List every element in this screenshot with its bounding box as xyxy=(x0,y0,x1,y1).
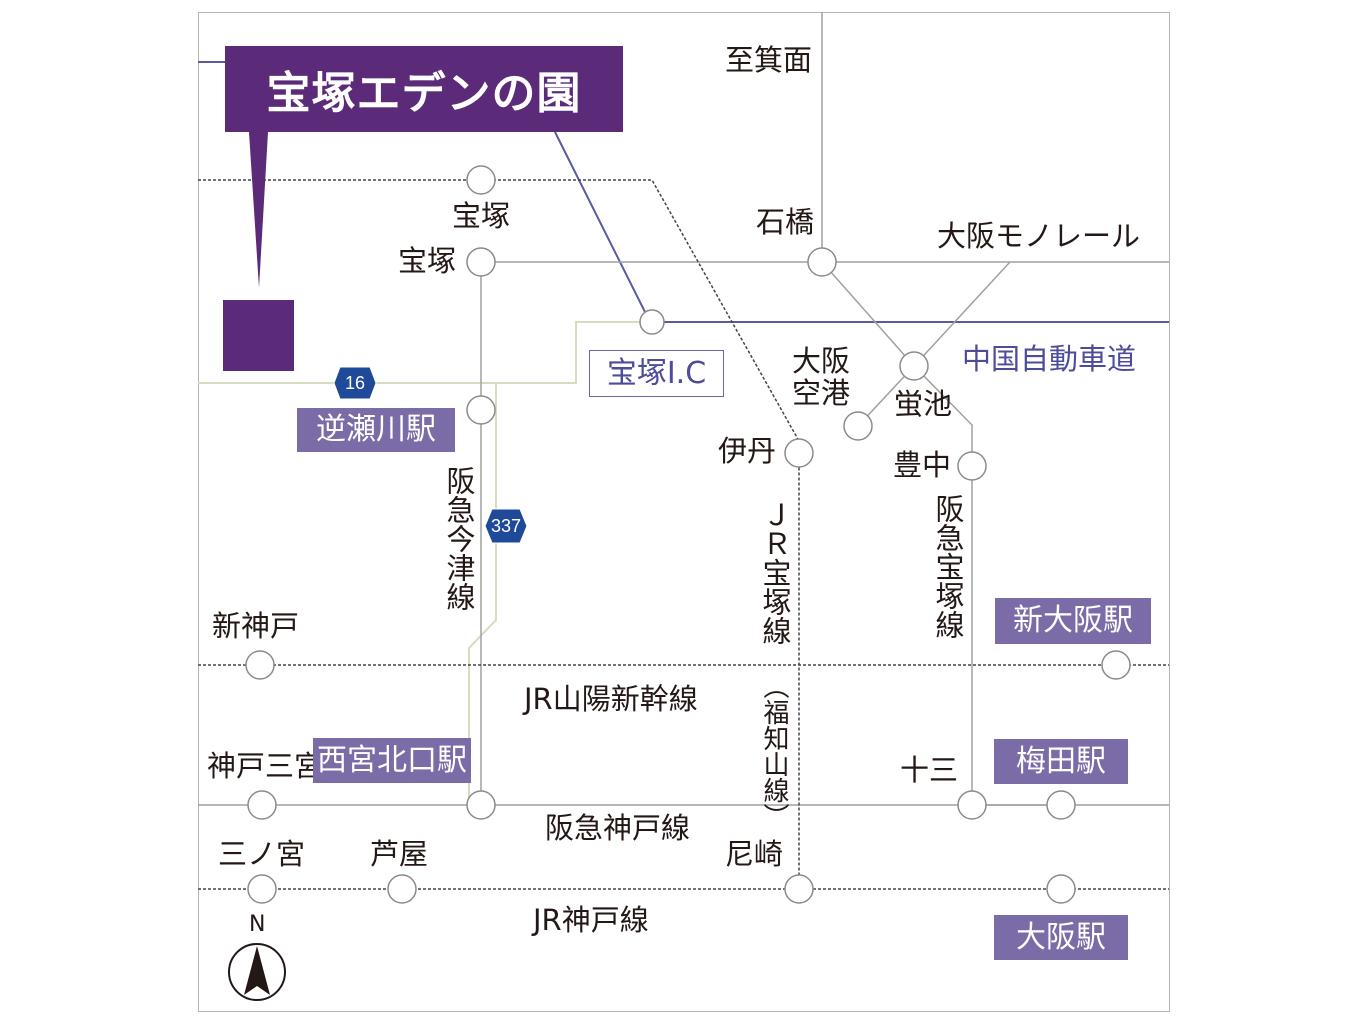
station-shinkobe xyxy=(245,650,275,680)
direction-minoh-label: 至箕面 xyxy=(725,43,813,77)
station-takarazuka-jr xyxy=(466,165,496,195)
compass-needle xyxy=(244,946,270,995)
toyonaka-label: 豊中 xyxy=(893,448,952,482)
takarazuka-jr-label: 宝塚 xyxy=(452,199,511,233)
hotarugaike-label: 蛍池 xyxy=(894,387,953,421)
station-itami xyxy=(784,438,814,468)
takarazuka-ic-label: 宝塚I.C xyxy=(589,350,724,397)
station-toyonaka xyxy=(957,451,987,481)
station-shin-osaka xyxy=(1101,650,1131,680)
umeda-station-box: 梅田駅 xyxy=(994,739,1128,784)
hankyu-kobe-line-label: 阪急神戸線 xyxy=(545,811,691,845)
map-title: 宝塚エデンの園 xyxy=(225,46,623,132)
fukuchiyama-line-label: （福知山線） xyxy=(759,673,789,829)
osaka-airport-label: 大阪 空港 xyxy=(792,344,851,410)
station-umeda xyxy=(1046,790,1076,820)
ashiya-label: 芦屋 xyxy=(370,837,429,871)
station-hotarugaike xyxy=(899,351,929,381)
station-sakasegawa xyxy=(466,395,496,425)
station-osaka-airport xyxy=(843,411,873,441)
route-16-shield xyxy=(333,366,377,400)
map-frame xyxy=(198,12,1170,1012)
jr-takarazuka-line-label: ＪＲ宝塚線 xyxy=(758,500,792,645)
station-osaka xyxy=(1046,874,1076,904)
kobe-sannomiya-label: 神戸三宮 xyxy=(207,749,324,783)
shin-osaka-station-box: 新大阪駅 xyxy=(995,598,1151,644)
station-ishibashi xyxy=(807,247,837,277)
station-ashiya xyxy=(387,874,417,904)
station-jyuso xyxy=(957,790,987,820)
route-337-road xyxy=(198,382,497,800)
station-takarazuka-hankyu xyxy=(466,247,496,277)
hankyu-imazu-line-label: 阪急今津線 xyxy=(442,466,476,611)
compass-north-label: N xyxy=(249,912,266,937)
interchange-takarazuka xyxy=(639,309,665,335)
hankyu-takarazuka-line-label: 阪急宝塚線 xyxy=(931,494,965,639)
chugoku-expressway-label: 中国自動車道 xyxy=(962,342,1137,376)
amagasaki-label: 尼崎 xyxy=(725,837,784,871)
osaka-station-box: 大阪駅 xyxy=(994,915,1128,960)
eden-location-marker xyxy=(223,300,294,371)
jyuso-label: 十三 xyxy=(900,753,959,787)
station-kobe-sannomiya xyxy=(247,790,277,820)
station-nishinomiya-kitaguchi xyxy=(466,790,496,820)
jr-kobe-line-label: JR神戸線 xyxy=(533,903,649,937)
station-amagasaki xyxy=(784,874,814,904)
title-pointer xyxy=(249,132,268,288)
shinkobe-label: 新神戸 xyxy=(212,609,300,643)
route-337-number: 337 xyxy=(490,516,522,536)
osaka-monorail-label: 大阪モノレール xyxy=(937,219,1141,253)
nishinomiya-kitaguchi-station-box: 西宮北口駅 xyxy=(313,738,471,783)
sakasegawa-station-box: 逆瀬川駅 xyxy=(297,408,455,452)
ishibashi-label: 石橋 xyxy=(756,205,815,239)
itami-label: 伊丹 xyxy=(718,434,777,468)
station-sannomiya xyxy=(247,874,277,904)
takarazuka-hankyu-label: 宝塚 xyxy=(398,244,457,278)
jr-sanyo-shinkansen-label: JR山陽新幹線 xyxy=(524,682,698,716)
hankyu-takarazuka-line-east xyxy=(821,261,973,805)
route-337-shield xyxy=(484,508,528,544)
route-16-number: 16 xyxy=(344,373,366,393)
sannomiya-label: 三ノ宮 xyxy=(218,837,306,871)
